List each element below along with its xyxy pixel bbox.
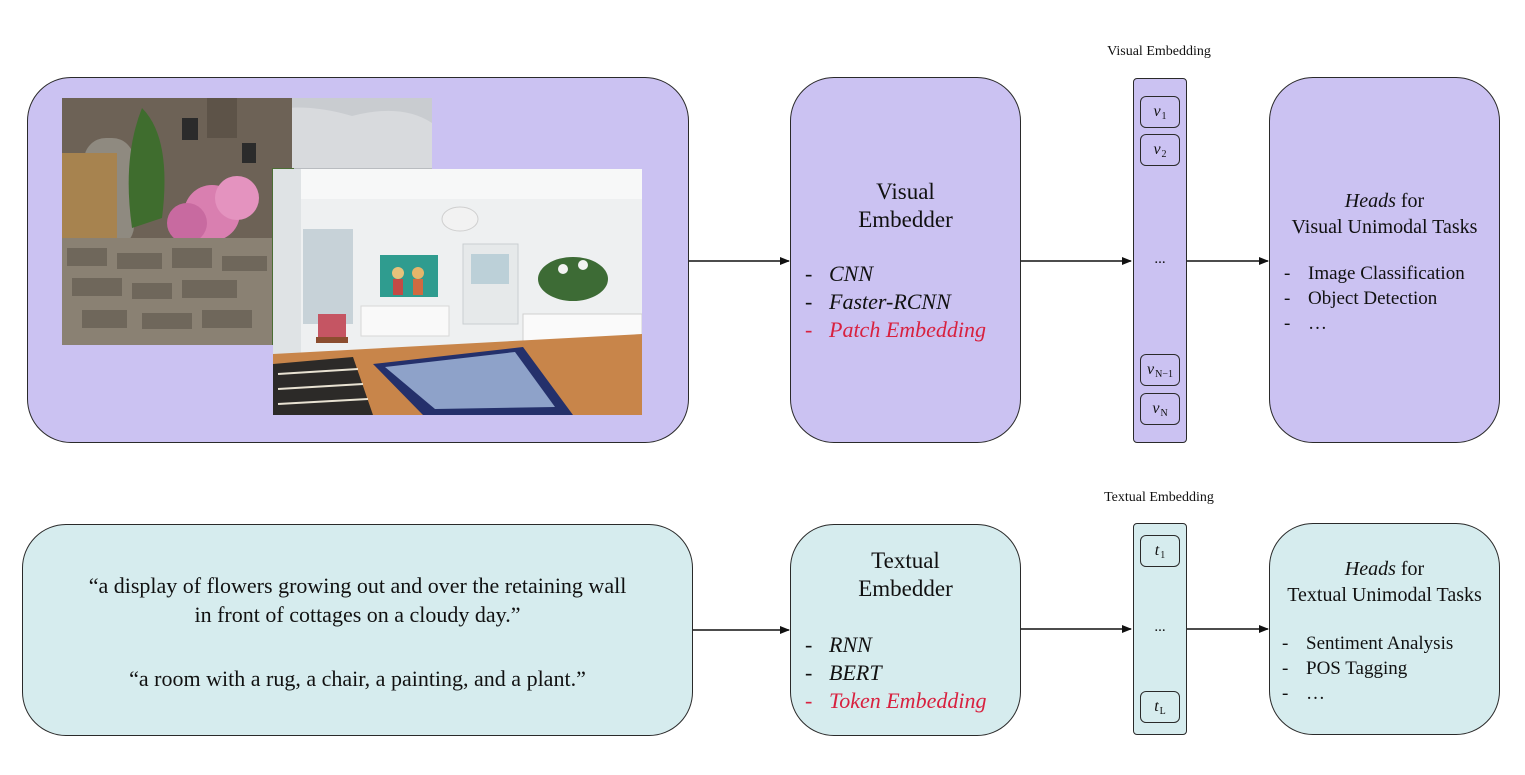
method-patch-embedding-label: Patch Embedding	[829, 317, 987, 342]
visual-heads-title-line2: Visual Unimodal Tasks	[1291, 216, 1478, 238]
visual-heads-title-word: Heads	[1344, 190, 1396, 212]
task-sentiment-analysis: -Sentiment Analysis	[1282, 633, 1454, 654]
visual-heads-box: Heads for Visual Unimodal Tasks -Image C…	[1269, 77, 1500, 443]
method-cnn-label: CNN	[829, 261, 874, 286]
method-bert: -BERT	[805, 660, 882, 685]
visual-embedder-title-line1: Visual	[876, 179, 935, 204]
textual-embedding-label: Textual Embedding	[1104, 490, 1214, 505]
textual-embedder-box: Textual Embedder -RNN -BERT -Token Embed…	[790, 524, 1021, 736]
textual-heads-tasks: -Sentiment Analysis -POS Tagging -…	[1282, 631, 1453, 706]
captions-input-box: “a display of flowers growing out and ov…	[22, 524, 693, 736]
textual-heads-title: Heads for Textual Unimodal Tasks	[1270, 556, 1499, 608]
caption-2: “a room with a rug, a chair, a painting,…	[129, 666, 586, 691]
textual-token-ellipsis: ...	[1154, 619, 1166, 635]
method-faster-rcnn-label: Faster-RCNN	[829, 289, 951, 314]
textual-heads-title-line2: Textual Unimodal Tasks	[1287, 584, 1482, 606]
visual-embedder-box: Visual Embedder -CNN -Faster-RCNN -Patch…	[790, 77, 1021, 443]
method-token-embedding: -Token Embedding	[805, 688, 987, 713]
caption-1-line1: “a display of flowers growing out and ov…	[88, 573, 627, 598]
textual-heads-box: Heads for Textual Unimodal Tasks -Sentim…	[1269, 523, 1500, 735]
visual-embedder-title-line2: Embedder	[858, 207, 953, 232]
method-patch-embedding: -Patch Embedding	[805, 317, 987, 342]
task-more: -…	[1284, 313, 1327, 334]
task-pos-tagging: -POS Tagging	[1282, 658, 1408, 679]
method-rnn-label: RNN	[829, 632, 872, 657]
method-rnn: -RNN	[805, 632, 872, 657]
visual-token-ellipsis: ...	[1154, 251, 1166, 267]
visual-heads-tasks: -Image Classification -Object Detection …	[1284, 261, 1465, 336]
textual-embedder-methods: -RNN -BERT -Token Embedding	[805, 631, 986, 715]
images-input-box	[27, 77, 689, 443]
method-faster-rcnn: -Faster-RCNN	[805, 289, 951, 314]
visual-embedder-title: Visual Embedder	[791, 178, 1020, 234]
task-image-classification: -Image Classification	[1284, 263, 1465, 284]
textual-embedder-title-line1: Textual	[871, 548, 940, 573]
textual-heads-title-word: Heads	[1344, 558, 1396, 580]
visual-heads-title: Heads for Visual Unimodal Tasks	[1270, 188, 1499, 240]
method-token-embedding-label: Token Embedding	[829, 688, 987, 713]
textual-embedder-title: Textual Embedder	[791, 547, 1020, 603]
method-bert-label: BERT	[829, 660, 882, 685]
caption-1-line2: in front of cottages on a cloudy day.”	[194, 602, 521, 627]
task-more: -…	[1282, 683, 1325, 704]
visual-embedder-methods: -CNN -Faster-RCNN -Patch Embedding	[805, 260, 986, 344]
textual-embedder-title-line2: Embedder	[858, 576, 953, 601]
method-cnn: -CNN	[805, 261, 874, 286]
visual-embedding-label: Visual Embedding	[1107, 44, 1211, 59]
living-room-photo	[273, 169, 642, 415]
caption-1: “a display of flowers growing out and ov…	[23, 571, 692, 629]
task-object-detection: -Object Detection	[1284, 288, 1438, 309]
